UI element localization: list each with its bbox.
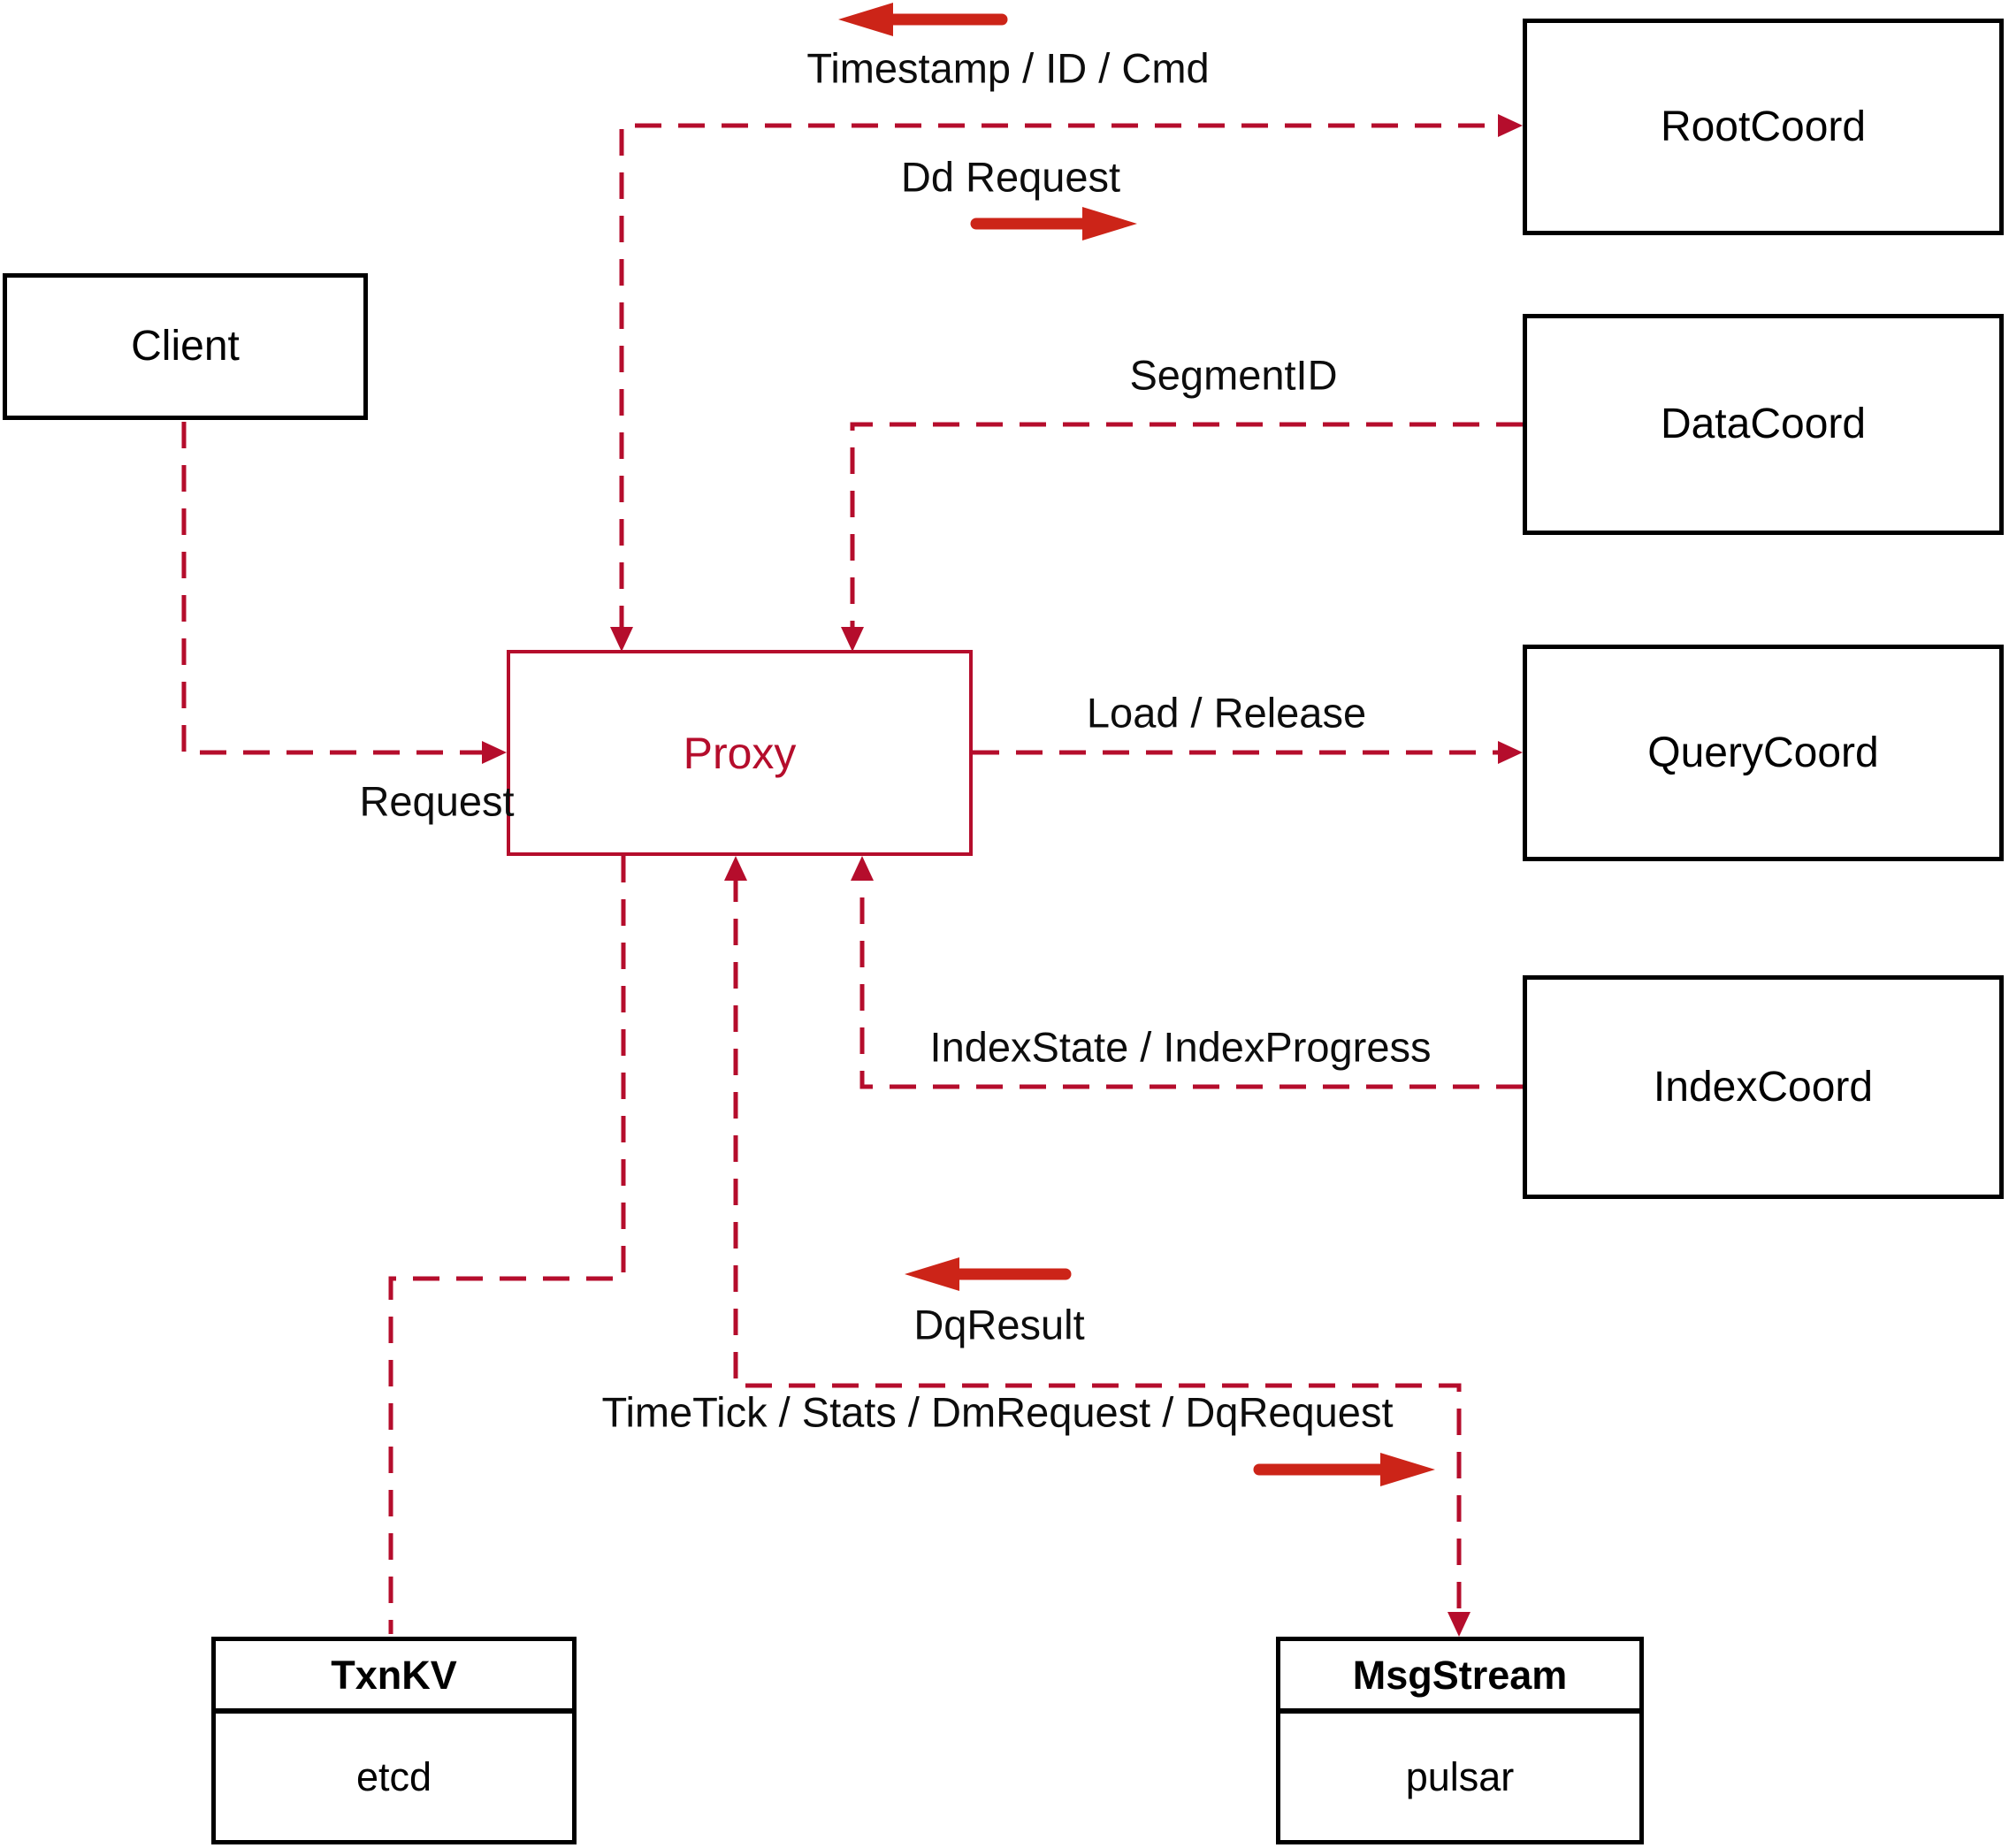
msgstream-subtitle: pulsar [1405,1754,1515,1799]
edge-label-dq-result: DqResult [913,1301,1085,1348]
edge-label-index-state: IndexState / IndexProgress [929,1023,1432,1071]
txnkv-subtitle: etcd [355,1754,432,1799]
direction-arrow-dqresult-left [905,1257,1072,1291]
edge-indexcoord-proxy [859,875,1523,1089]
msgstream-title: MsgStream [1280,1641,1639,1714]
querycoord-label: QueryCoord [1647,729,1879,776]
edge-proxy-msgstream [733,875,1462,1615]
proxy-label: Proxy [683,728,797,778]
arrowhead-into-proxy-top-left [610,627,633,652]
edge-proxy-txnkv [388,856,626,1634]
edge-label-segment-id: SegmentID [1129,351,1338,399]
arrowhead-into-querycoord [1498,741,1523,764]
indexcoord-label: IndexCoord [1653,1063,1874,1111]
datacoord-label: DataCoord [1660,401,1867,447]
txnkv-node: TxnKV etcd [211,1637,577,1844]
edge-datacoord-proxy [850,422,1523,632]
client-node: Client [3,273,368,420]
direction-arrow-timetick-right [1253,1453,1435,1486]
edge-label-load-release: Load / Release [1086,689,1367,737]
datacoord-node: DataCoord [1523,314,2004,535]
indexcoord-node: IndexCoord [1523,975,2004,1199]
querycoord-node: QueryCoord [1523,645,2004,861]
direction-arrow-ddrequest-right [970,207,1137,241]
direction-arrow-timestamp-left [838,3,1008,36]
msgstream-node: MsgStream pulsar [1276,1637,1644,1844]
txnkv-title: TxnKV [216,1641,572,1714]
edge-proxy-rootcoord [619,123,1501,632]
rootcoord-node: RootCoord [1523,19,2004,235]
arrowhead-into-proxy-top-right [841,627,864,652]
arrowhead-into-proxy-left [482,741,507,764]
edge-label-time-tick: TimeTick / Stats / DmRequest / DqRequest [601,1388,1394,1436]
arrowhead-into-rootcoord [1498,114,1523,137]
edge-label-timestamp-id-cmd: Timestamp / ID / Cmd [806,44,1210,92]
proxy-node: Proxy [507,650,973,856]
arrowhead-into-proxy-bottom-right [851,856,874,881]
rootcoord-label: RootCoord [1660,103,1867,150]
arrowhead-into-proxy-bottom-left [724,856,747,881]
edge-client-proxy [181,422,485,755]
client-label: Client [131,323,240,370]
arrowhead-into-msgstream [1448,1612,1470,1637]
edge-label-request: Request [359,777,515,825]
edge-label-dd-request: Dd Request [900,153,1121,201]
